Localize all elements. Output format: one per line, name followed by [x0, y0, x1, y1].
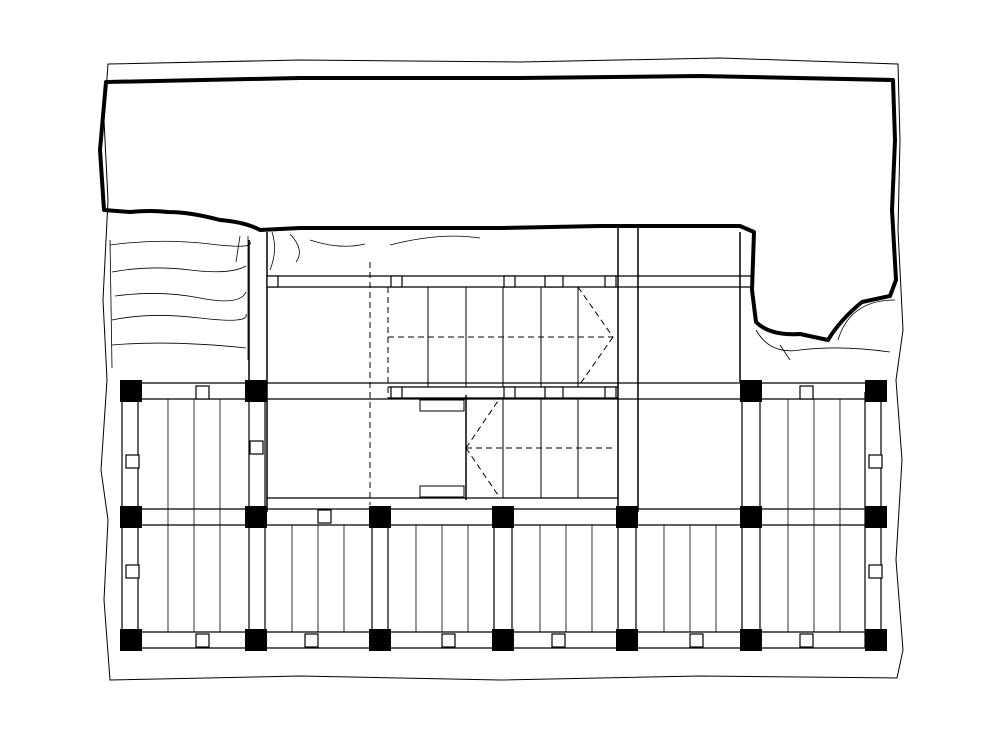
small-columns — [125, 275, 883, 648]
site-boundary — [100, 57, 904, 681]
terrain-lines — [109, 231, 896, 369]
floor-slab-strips — [167, 399, 841, 632]
stair-core — [419, 287, 579, 500]
collapse-zone-outline — [98, 74, 898, 342]
column-grid — [120, 380, 887, 651]
upper-walls — [248, 226, 741, 512]
